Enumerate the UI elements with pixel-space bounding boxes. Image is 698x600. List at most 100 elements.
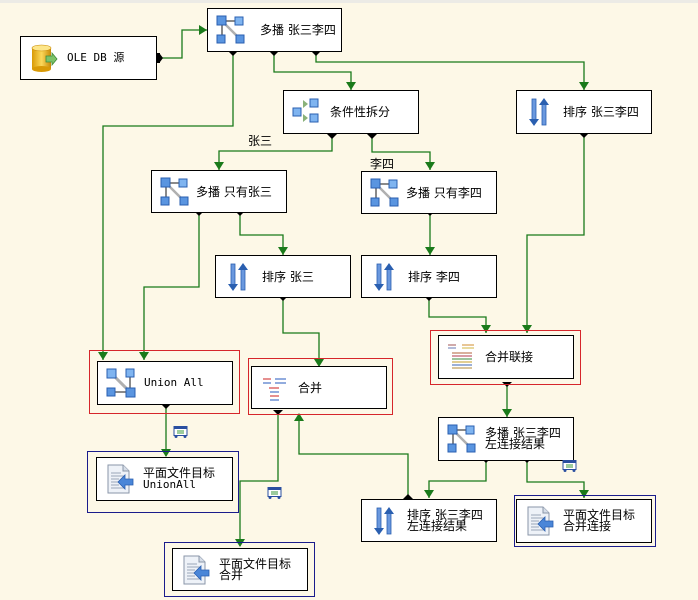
component-sort-all[interactable]: 排序 张三李四 [516,90,652,134]
output-connector[interactable] [403,494,413,499]
component-label: 排序 张三李四 [563,105,639,119]
component-label-line2: 左连接结果 [485,437,546,451]
component-label-line1: 多播 张三李四 [485,426,561,440]
path-arrow [522,325,532,333]
path-multicast-to-sort[interactable] [315,54,585,90]
flat-file-destination-icon [183,555,210,584]
component-label-line2: 合并 [219,567,244,582]
component-label: 条件性拆分 [330,105,391,119]
output-connector[interactable] [156,53,163,63]
mergejoin-highlight-frame [430,330,581,385]
sort-icon [374,506,394,535]
path-sortleftjoin-to-merge[interactable] [298,414,409,498]
component-label: 排序 李四 [408,269,460,284]
path-zhangsan-to-unionall[interactable] [143,214,200,360]
path-merge-to-dest[interactable] [239,413,279,546]
path-arrow [98,352,108,360]
component-multicast-leftjoin[interactable]: 多播 张三李四 左连接结果 [438,417,574,461]
sort-icon [374,262,394,291]
path-arrow [425,162,435,170]
component-multicast-lisi[interactable]: 多播 只有李四 [361,171,497,214]
path-multicast-to-split[interactable] [273,54,352,90]
component-label: 平面文件目标 UnionAll [143,467,215,491]
multicast-icon [216,15,245,44]
component-label: 多播 只有李四 [406,185,482,200]
merge-join-icon [448,344,474,369]
component-label: 多播 张三李四 [260,23,336,37]
path-arrow [294,413,304,421]
component-sort-lisi[interactable]: 排序 李四 [361,255,497,298]
data-viewer-icon[interactable] [267,487,282,499]
path-label-zhangsan: 张三 [248,134,273,148]
component-multicast-all[interactable]: 多播 张三李四 [207,8,342,52]
path-multicast-to-sortleftjoin[interactable] [428,461,487,498]
component-label-line1: 平面文件目标 [563,508,636,522]
multicast-icon [447,424,476,453]
component-sort-zhangsan[interactable]: 排序 张三 [215,255,351,298]
path-split-zhangsan[interactable] [218,137,333,170]
path-zhangsan-to-sort[interactable] [239,214,284,255]
component-sort-leftjoin[interactable]: 排序 张三李四 左连接结果 [361,499,497,542]
component-label: 多播 张三李四 左连接结果 [485,426,561,451]
path-sortlisi-to-mergejoin[interactable] [428,299,487,333]
data-viewer-icon[interactable] [562,460,577,472]
path-arrow [346,82,356,90]
output-connector[interactable] [327,134,337,139]
component-label: 排序 张三李四 左连接结果 [407,507,483,533]
component-label: 排序 张三 [262,269,314,284]
component-label-line1: 平面文件目标 [143,466,216,480]
component-merge[interactable]: 合并 [251,366,387,409]
path-split-lisi[interactable] [371,137,431,170]
multicast-icon [160,177,189,205]
output-connector[interactable] [228,51,238,56]
dest-unionall-highlight-frame [87,451,239,513]
path-arrow [579,490,589,498]
multicast-icon [370,178,399,206]
component-conditional-split[interactable]: 条件性拆分 [283,90,419,134]
path-arrow [579,82,589,90]
component-label: 多播 只有张三 [196,184,272,199]
component-label-line1: 排序 张三李四 [407,507,483,522]
output-connector[interactable] [367,134,377,139]
path-sortzhangsan-to-merge[interactable] [282,299,320,366]
component-label: 合并 [298,380,323,395]
unionall-highlight-frame [89,350,240,414]
component-label: Union All [144,376,204,389]
dest-merge-highlight-frame [164,542,315,597]
path-sortall-to-mergejoin[interactable] [526,136,585,333]
path-arrow [199,25,207,35]
component-merge-join[interactable]: 合并联接 [438,335,574,379]
conditional-split-icon [292,98,319,123]
output-connector[interactable] [269,51,279,56]
path-arrow [425,247,435,255]
component-union-all[interactable]: Union All [97,361,233,405]
component-label: 合并联接 [485,350,534,364]
component-dest-unionall[interactable]: 平面文件目标 UnionAll [96,457,233,501]
output-connector[interactable] [161,404,171,409]
data-viewer-icon[interactable] [173,426,188,438]
sort-icon [228,262,248,291]
component-label-line2: 左连接结果 [407,518,468,533]
component-multicast-zhangsan[interactable]: 多播 只有张三 [151,170,287,213]
path-arrow [214,162,224,170]
merge-highlight-frame [248,358,393,415]
component-dest-mergejoin[interactable]: 平面文件目标 合并连接 [516,499,652,543]
path-multicast-to-unionall[interactable] [102,54,234,360]
component-oledb-source[interactable]: OLE DB 源 [20,36,157,80]
path-arrow [481,325,491,333]
path-arrow [502,409,512,417]
path-label-lisi: 李四 [370,157,395,171]
output-connector[interactable] [579,133,589,138]
path-source-to-multicast[interactable] [158,29,207,59]
path-arrow [314,359,324,367]
output-connector[interactable] [273,410,283,415]
component-dest-merge[interactable]: 平面文件目标 合并 [172,548,308,591]
output-connector[interactable] [311,51,321,56]
component-label: 平面文件目标 合并连接 [563,508,636,532]
path-arrow [235,539,245,547]
component-label-line2: UnionAll [143,478,196,491]
database-source-icon [31,44,58,72]
union-all-icon [106,368,136,398]
component-label: 平面文件目标 合并 [219,558,291,582]
canvas-top-edge [0,0,698,3]
